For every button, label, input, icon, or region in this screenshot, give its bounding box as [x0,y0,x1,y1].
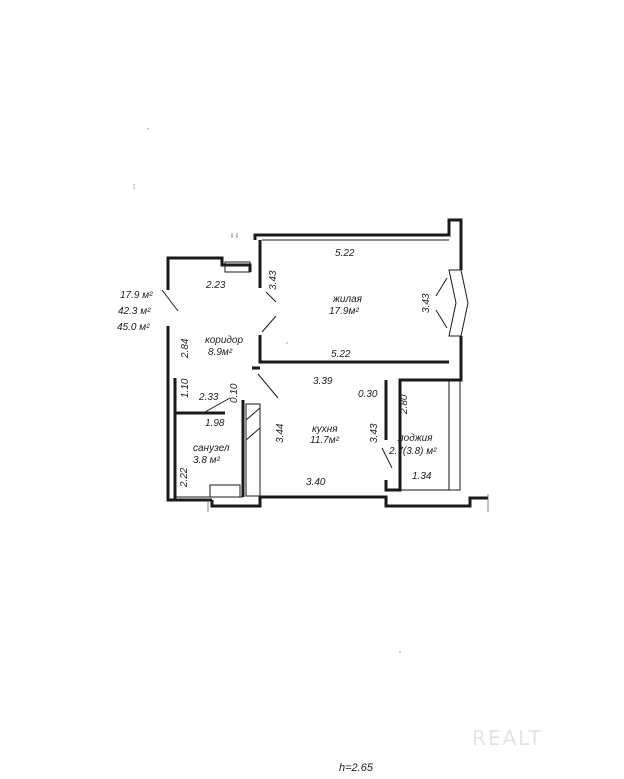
bathroom-name: санузел [193,443,230,454]
bathroom-area: 3.8 м² [193,455,221,466]
openings [161,269,469,469]
living-window [448,269,469,337]
walls [166,218,489,512]
area-totals: 17.9 м² 42.3 м² 45.0 м² [117,290,153,333]
kitchen-name: кухня [312,424,338,435]
dim-bathroom-top: 2.33 [198,392,219,403]
total-area: 45.0 м² [117,322,150,333]
total-living-area: 17.9 м² [120,290,153,301]
dim-bathroom-bottom: 1.98 [205,418,225,429]
living-door-swing-upper [265,291,277,303]
bathroom-door-swing [204,397,231,413]
dim-living-top: 5.22 [335,248,355,259]
ceiling-height: h=2.65 [339,762,374,774]
corridor-name: коридор [205,335,243,346]
corridor-area: 8.9м² [208,347,233,358]
dim-kitchen-right: 3.43 [369,423,380,443]
dim-loggia-width: 1.34 [412,471,432,482]
kitchen-right-wall [384,336,463,492]
realt-watermark: REALT [472,726,543,750]
dim-corridor-top: 2.23 [205,280,226,291]
dim-living-left: 3.43 [268,270,279,290]
living-bottom-wall [258,335,449,364]
left-outer-wall [166,326,212,502]
room-labels: жилая 17.9м² коридор 8.9м² кухня 11.7м² … [193,294,437,466]
bottom-wall [210,495,488,508]
dim-kitchen-left: 3.44 [275,423,286,443]
dim-bathroom-left: 2.22 [179,467,190,488]
scan-specks [133,128,401,653]
dimensions: 5.22 5.22 3.43 3.43 2.23 2.84 3.39 3.40 … [179,248,432,488]
living-top-wall [253,218,463,270]
dim-bathroom-niche: 0.10 [229,383,240,403]
dim-left-small: 1.10 [180,378,191,398]
dim-corridor-left: 2.84 [180,338,191,359]
dim-kitchen-bottom: 3.40 [306,477,326,488]
loggia-door-swing [381,447,393,469]
total-usable-area: 42.3 м² [118,306,151,317]
dim-loggia-wall: 0.30 [358,389,378,400]
living-room-area: 17.9м² [329,306,359,317]
dim-living-right: 3.43 [421,293,432,313]
loggia-area: 2.7(3.8) м² [388,446,437,457]
living-door-swing-lower [261,315,277,333]
dim-loggia-depth: 2.80 [399,394,410,415]
dim-kitchen-top: 3.39 [313,376,333,387]
kitchen-area: 11.7м² [310,435,340,446]
kitchen-door-swing [257,373,279,399]
living-room-name: жилая [332,294,363,305]
loggia-name: лоджия [397,433,433,444]
dim-living-bottom: 5.22 [331,349,351,360]
entry-door-swing [161,289,179,312]
